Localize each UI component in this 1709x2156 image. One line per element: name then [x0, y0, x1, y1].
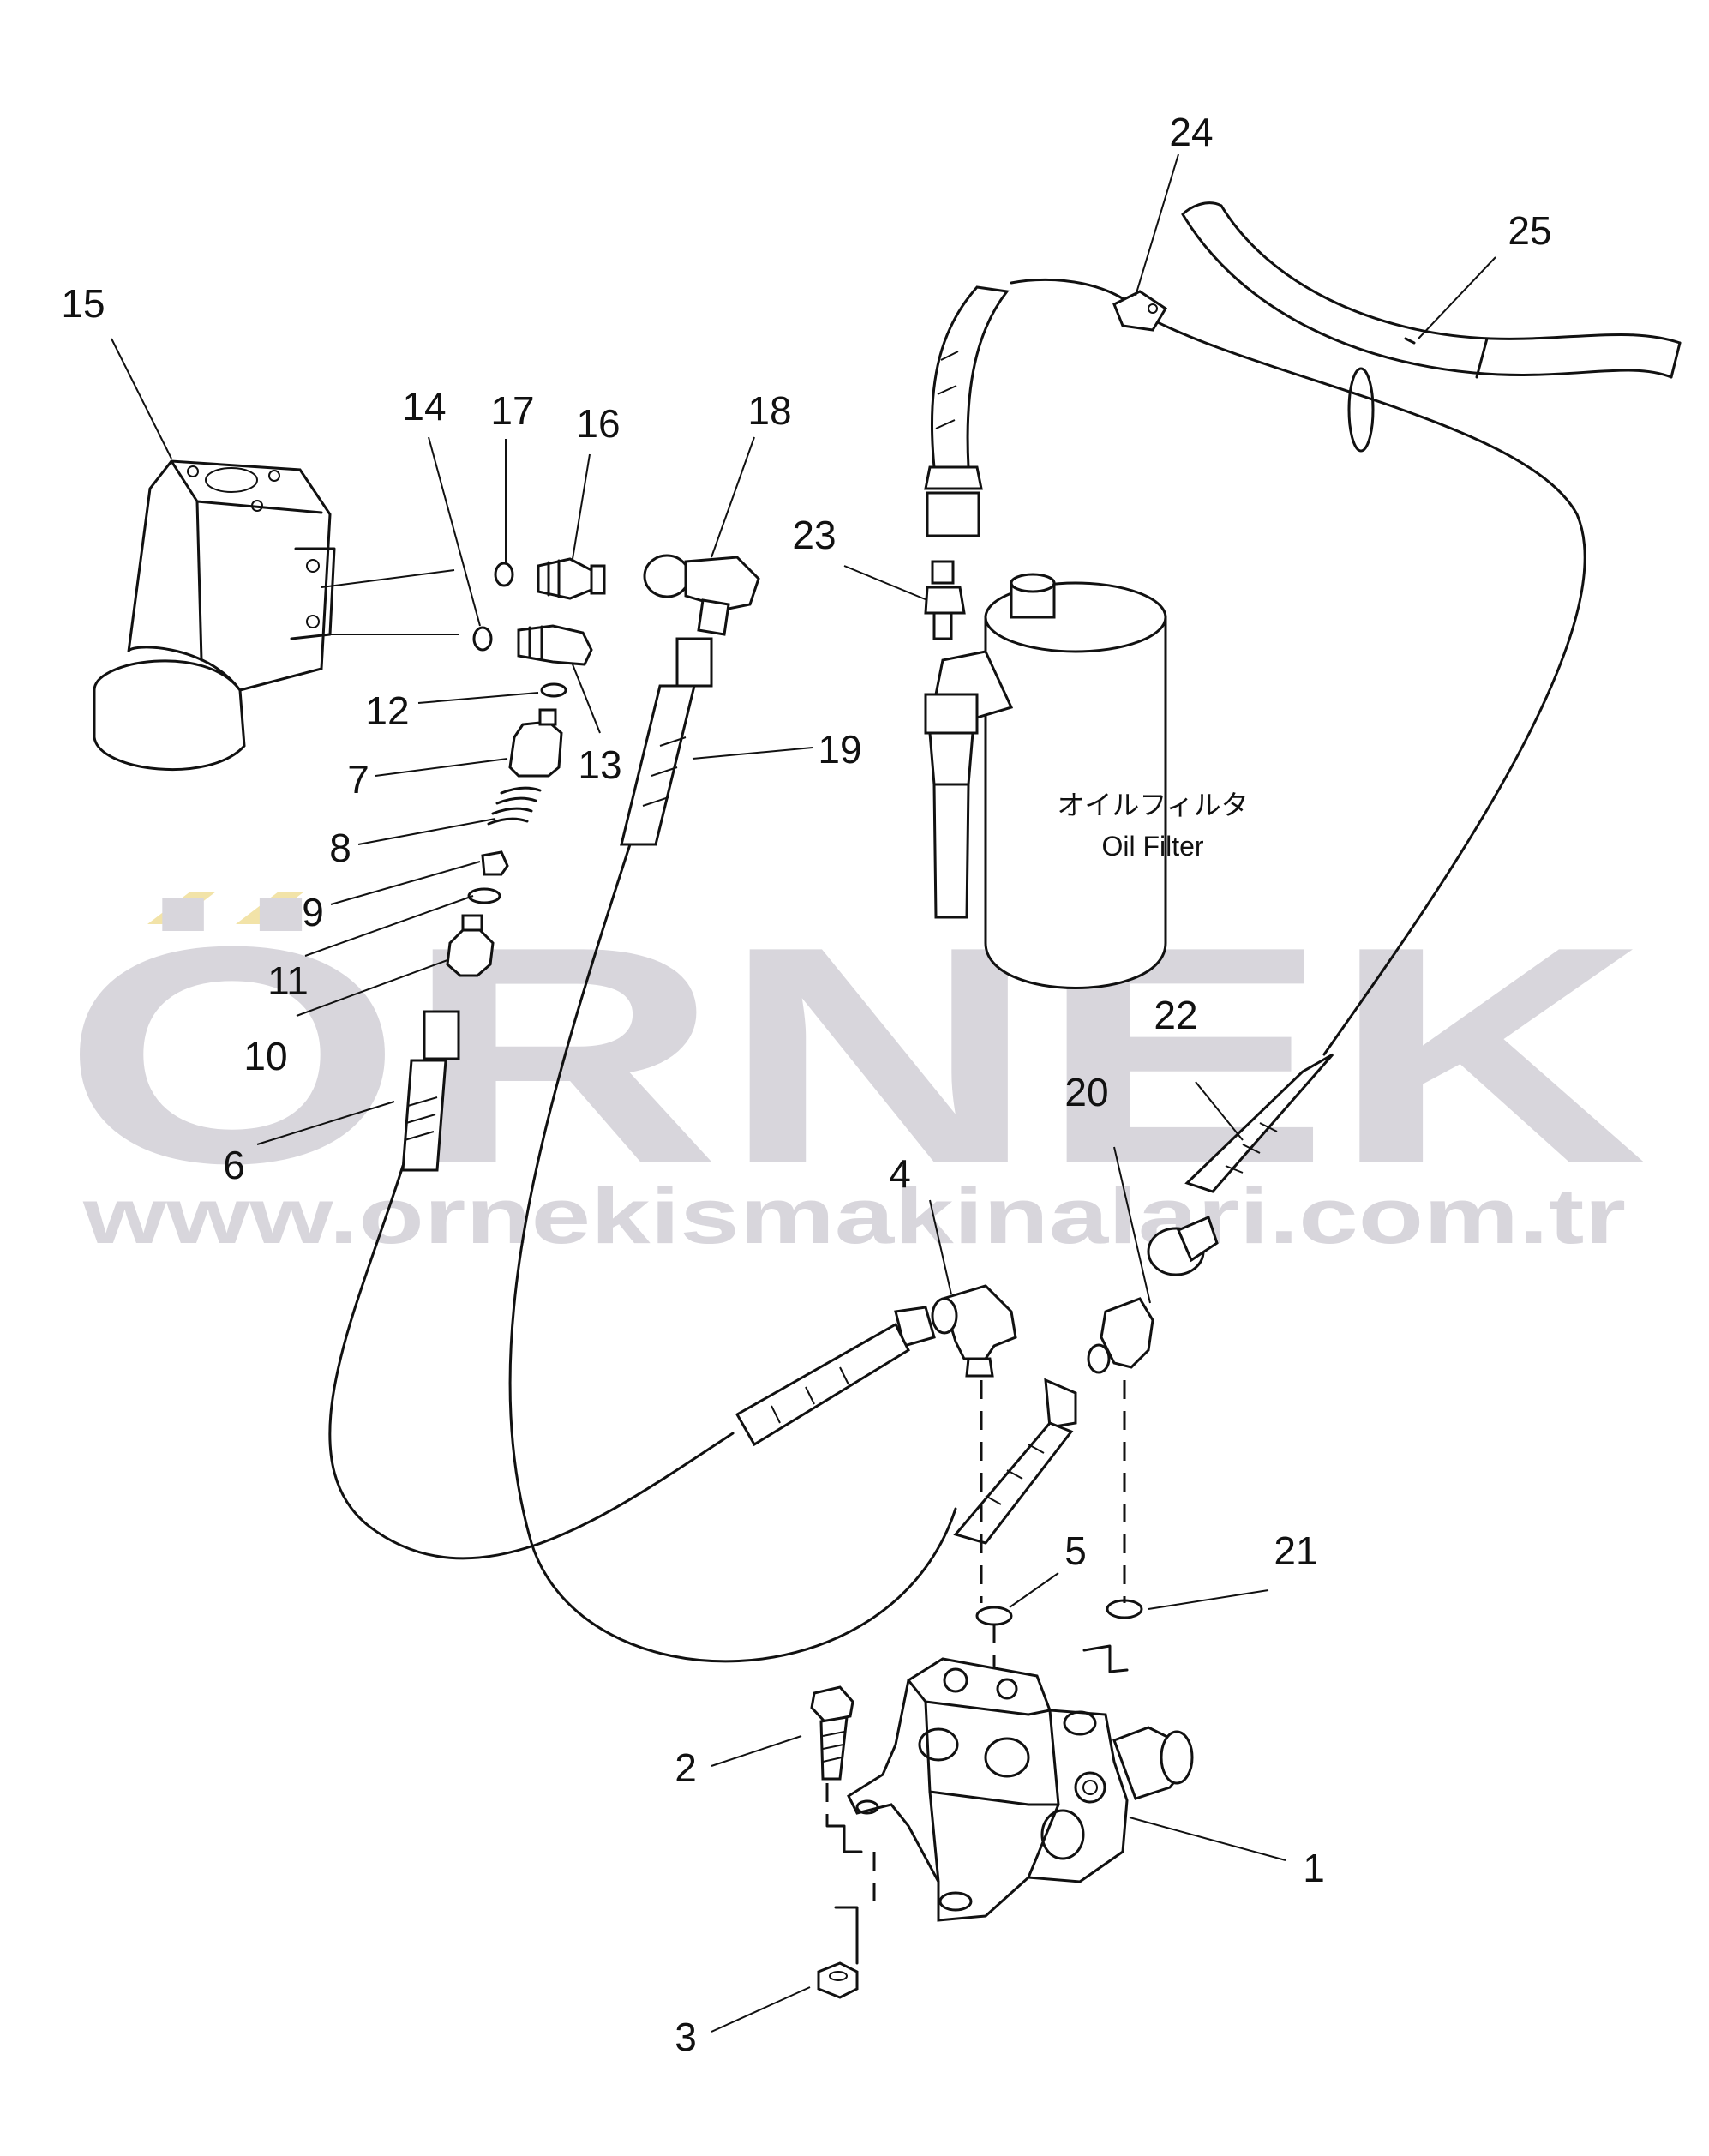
label-22: 22: [1154, 993, 1197, 1037]
hose-6: [401, 1010, 460, 1172]
leader-lines: [111, 153, 1496, 2033]
oil-filter: オイルフィルタ Oil Filter: [932, 573, 1249, 989]
label-25: 25: [1508, 208, 1551, 253]
small-fittings: [446, 554, 760, 977]
label-3: 3: [675, 2015, 697, 2059]
part-labels: 1 2 3 4 5 6 7 8 9 10 11 12 13 14 15 16 1…: [61, 110, 1551, 2059]
watermark-url: www.ornekismakinalari.com.tr: [82, 1173, 1626, 1260]
label-20: 20: [1064, 1070, 1108, 1114]
label-16: 16: [576, 401, 620, 446]
label-10: 10: [243, 1034, 287, 1078]
label-4: 4: [889, 1151, 911, 1196]
watermark-accent-right: [236, 892, 304, 924]
watermark-brand: ÖRNEK: [62, 883, 1647, 1228]
elbow-4: [735, 1284, 1017, 1447]
label-7: 7: [347, 757, 369, 802]
label-24: 24: [1169, 110, 1213, 154]
label-15: 15: [61, 281, 105, 326]
label-12: 12: [365, 688, 409, 733]
label-18: 18: [747, 388, 791, 433]
label-14: 14: [402, 384, 446, 429]
hose-lines: [328, 278, 1586, 1663]
label-19: 19: [818, 727, 861, 772]
label-9: 9: [302, 890, 324, 934]
steering-valve: [93, 459, 336, 772]
suction-hose: [1181, 201, 1682, 453]
watermark: ÖRNEK www.ornekismakinalari.com.tr: [62, 883, 1647, 1260]
filter-hose: [924, 285, 1010, 919]
label-21: 21: [1274, 1528, 1317, 1573]
control-valve: [847, 1657, 1194, 1922]
oil-filter-label-jp: オイルフィルタ: [1057, 790, 1248, 820]
label-1: 1: [1303, 1846, 1325, 1890]
fitting-20: [953, 1297, 1154, 1545]
hose-22: [1147, 1053, 1334, 1276]
label-11: 11: [267, 958, 309, 1003]
bolt-and-nut: [810, 1685, 859, 1999]
watermark-accent-left: [147, 892, 216, 924]
label-13: 13: [578, 742, 621, 787]
label-17: 17: [490, 388, 534, 433]
oil-filter-label-en: Oil Filter: [1101, 831, 1203, 862]
label-5: 5: [1064, 1528, 1087, 1573]
label-2: 2: [675, 1745, 697, 1790]
hose-19: [620, 637, 713, 846]
label-23: 23: [792, 513, 836, 557]
label-8: 8: [329, 826, 351, 870]
label-6: 6: [223, 1143, 245, 1187]
